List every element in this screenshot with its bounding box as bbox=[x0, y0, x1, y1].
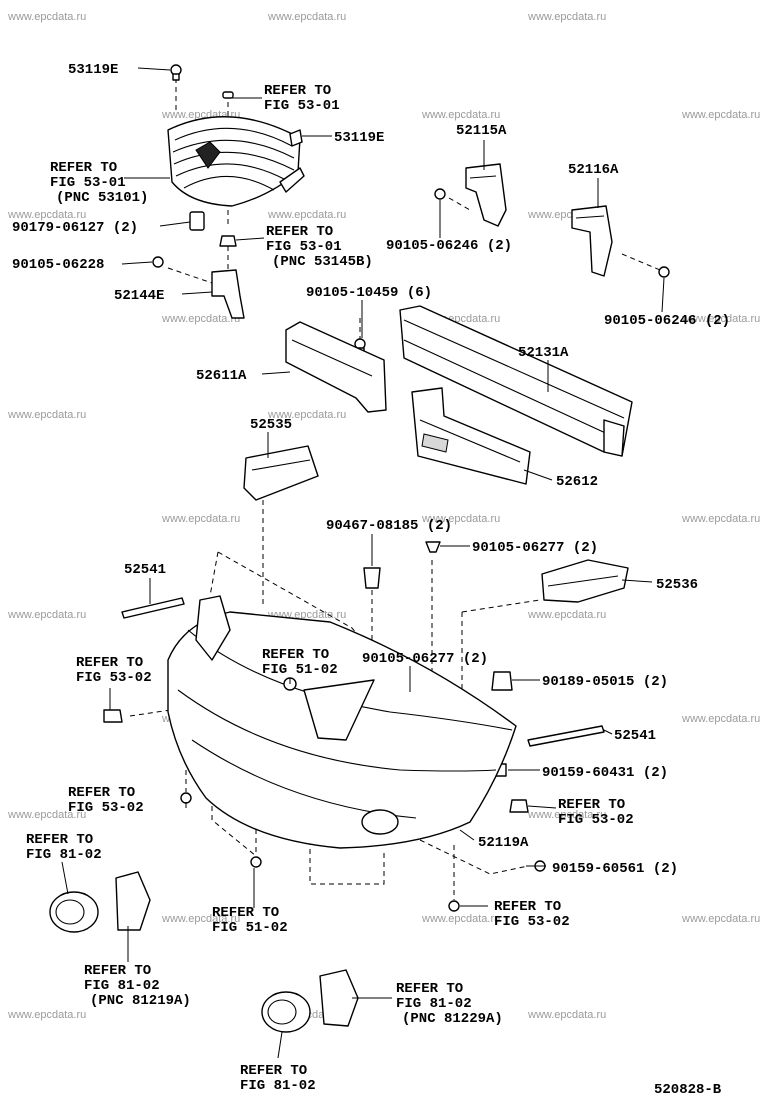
part-label: 90105-06277 (2) bbox=[362, 651, 488, 667]
left-fasteners bbox=[152, 211, 245, 319]
watermark: www.epcdata.ru bbox=[7, 409, 86, 421]
watermark: www.epcdata.ru bbox=[681, 109, 760, 121]
watermark: www.epcdata.ru bbox=[527, 609, 606, 621]
watermark: www.epcdata.ru bbox=[267, 11, 346, 23]
leader-lines bbox=[61, 67, 665, 1059]
refer-label: (PNC 81219A) bbox=[90, 993, 191, 1009]
watermark: www.epcdata.ru bbox=[681, 313, 760, 325]
watermark: www.epcdata.ru bbox=[527, 11, 606, 23]
bumper-retainers bbox=[243, 445, 629, 603]
watermark: www.epcdata.ru bbox=[681, 513, 760, 525]
watermark: www.epcdata.ru bbox=[7, 1009, 86, 1021]
part-label: 90179-06127 (2) bbox=[12, 220, 138, 236]
watermark: www.epcdata.ru bbox=[421, 913, 500, 925]
refer-label: FIG 53-01 bbox=[266, 239, 342, 255]
part-label: 52144E bbox=[114, 288, 164, 304]
part-label: 53119E bbox=[68, 62, 118, 78]
part-label: 52131A bbox=[518, 345, 569, 361]
refer-label: REFER TO bbox=[212, 905, 279, 921]
refer-label: FIG 53-02 bbox=[494, 914, 570, 930]
energy-absorbers bbox=[285, 321, 531, 485]
refer-label: FIG 53-02 bbox=[68, 800, 144, 816]
refer-label: FIG 81-02 bbox=[84, 978, 160, 994]
watermark: www.epcdata.ru bbox=[681, 913, 760, 925]
part-label: 90105-10459 (6) bbox=[306, 285, 432, 301]
refer-label: (PNC 53145B) bbox=[272, 254, 373, 270]
refer-label: FIG 51-02 bbox=[212, 920, 288, 936]
refer-label: REFER TO bbox=[262, 647, 329, 663]
refer-label: FIG 53-01 bbox=[50, 175, 126, 191]
part-label: 52115A bbox=[456, 123, 507, 139]
refer-label: FIG 81-02 bbox=[26, 847, 102, 863]
part-label: 90105-06228 bbox=[12, 257, 104, 273]
refer-label: (PNC 53101) bbox=[56, 190, 148, 206]
refer-label: REFER TO bbox=[50, 160, 117, 176]
part-label: 90105-06246 (2) bbox=[386, 238, 512, 254]
radiator-grille bbox=[167, 64, 305, 207]
part-label: 53119E bbox=[334, 130, 384, 146]
front-bumper-cover bbox=[167, 595, 517, 849]
refer-label: FIG 81-02 bbox=[240, 1078, 316, 1094]
bumper-reinforcement bbox=[354, 305, 633, 457]
watermark: www.epcdata.ru bbox=[527, 809, 606, 821]
refer-label: FIG 53-02 bbox=[558, 812, 634, 828]
refer-label: (PNC 81229A) bbox=[402, 1011, 503, 1027]
refer-label: REFER TO bbox=[264, 83, 331, 99]
refer-label: REFER TO bbox=[266, 224, 333, 240]
diagram-id: 520828-B bbox=[654, 1082, 722, 1098]
side-brackets bbox=[434, 163, 670, 278]
refer-label: FIG 51-02 bbox=[262, 662, 338, 678]
watermark: www.epcdata.ru bbox=[267, 409, 346, 421]
part-label: 52541 bbox=[614, 728, 656, 744]
watermark: www.epcdata.ru bbox=[7, 11, 86, 23]
part-label: 90105-06277 (2) bbox=[472, 540, 598, 556]
refer-label: REFER TO bbox=[84, 963, 151, 979]
watermark: www.epcdata.ru bbox=[527, 1009, 606, 1021]
watermark: www.epcdata.ru bbox=[161, 313, 240, 325]
refer-label: REFER TO bbox=[68, 785, 135, 801]
part-label: 52612 bbox=[556, 474, 598, 490]
refer-label: FIG 53-02 bbox=[76, 670, 152, 686]
part-label: 90467-08185 (2) bbox=[326, 518, 452, 534]
part-label: 52535 bbox=[250, 417, 292, 433]
part-label: 52611A bbox=[196, 368, 247, 384]
part-labels: 53119E REFER TO FIG 53-01 53119E REFER T… bbox=[12, 62, 730, 1098]
watermark: www.epcdata.ru bbox=[267, 209, 346, 221]
watermark: www.epcdata.ru bbox=[421, 513, 500, 525]
bumper-seals bbox=[121, 597, 605, 747]
refer-label: REFER TO bbox=[26, 832, 93, 848]
part-label: 52116A bbox=[568, 162, 619, 178]
part-label: 90159-60561 (2) bbox=[552, 861, 678, 877]
refer-label: REFER TO bbox=[558, 797, 625, 813]
part-label: 90105-06246 (2) bbox=[604, 313, 730, 329]
watermark: www.epcdata.ru bbox=[161, 913, 240, 925]
watermark: www.epcdata.ru bbox=[7, 609, 86, 621]
fog-lamps bbox=[49, 871, 359, 1033]
refer-label: REFER TO bbox=[494, 899, 561, 915]
refer-label: REFER TO bbox=[240, 1063, 307, 1079]
refer-label: FIG 53-01 bbox=[264, 98, 340, 114]
part-label: 90189-05015 (2) bbox=[542, 674, 668, 690]
refer-label: REFER TO bbox=[76, 655, 143, 671]
part-label: 52119A bbox=[478, 835, 529, 851]
watermark: www.epcdata.ru bbox=[7, 209, 86, 221]
part-label: 52541 bbox=[124, 562, 166, 578]
watermark: www.epcdata.ru bbox=[7, 809, 86, 821]
refer-label: FIG 81-02 bbox=[396, 996, 472, 1012]
part-label: 52536 bbox=[656, 577, 698, 593]
refer-label: REFER TO bbox=[396, 981, 463, 997]
watermark: www.epcdata.ru bbox=[681, 713, 760, 725]
watermark: www.epcdata.ru bbox=[421, 109, 500, 121]
part-label: 90159-60431 (2) bbox=[542, 765, 668, 781]
watermark: www.epcdata.ru bbox=[161, 513, 240, 525]
